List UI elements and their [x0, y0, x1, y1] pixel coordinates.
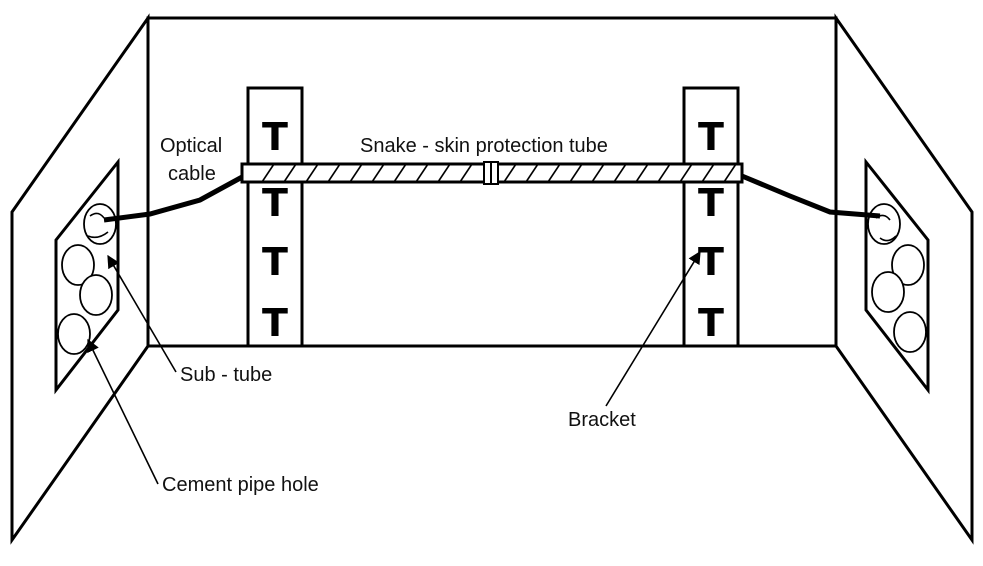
bracket-hook: T	[262, 240, 288, 284]
tube-hatch-line	[591, 163, 605, 183]
bracket-label: Bracket	[568, 409, 636, 431]
left-cement-pipe-holes	[57, 203, 117, 355]
optical-cable-right	[741, 173, 881, 219]
tube-hatch-line	[283, 163, 297, 183]
tube-hatch-line	[349, 163, 363, 183]
tube-hatch-line	[371, 163, 385, 183]
tube-hatch-line	[723, 163, 737, 183]
tube-hatch-line	[569, 163, 583, 183]
bracket-hook: T	[262, 115, 288, 159]
tube-hatch-line	[657, 163, 671, 183]
optical-cable-left	[103, 173, 246, 223]
tube-hatch-line	[547, 163, 561, 183]
tube-hatch-line	[701, 163, 715, 183]
bracket-leader	[605, 250, 701, 407]
tube-hatch-line	[261, 163, 275, 183]
tube-hatch-line	[635, 163, 649, 183]
tube-hatch-line	[679, 163, 693, 183]
left-bracket-hooks: T T T T	[262, 115, 288, 345]
tube-hatch-line	[459, 163, 473, 183]
sub-tube-label: Sub - tube	[180, 364, 272, 386]
bracket-hook: T	[698, 240, 724, 284]
bracket-hook: T	[262, 181, 288, 225]
tube-hatch-line	[393, 163, 407, 183]
optical-cable-label-line2: cable	[168, 163, 216, 185]
tube-hatch-line	[415, 163, 429, 183]
tube-hatch-line	[503, 163, 517, 183]
left-bracket	[246, 86, 304, 348]
cement-pipe-hole-leader	[87, 338, 159, 485]
bracket-hook: T	[262, 301, 288, 345]
tube-hatch-line	[437, 163, 451, 183]
tube-hatch-line	[613, 163, 627, 183]
tube-hatch-line	[327, 163, 341, 183]
optical-cable-label: Optical	[160, 135, 222, 157]
tube-hatch-line	[305, 163, 319, 183]
bracket-hook: T	[698, 181, 724, 225]
snake-skin-protection-tube	[240, 161, 744, 185]
sub-tube-leader	[107, 254, 177, 373]
right-bracket	[682, 86, 740, 348]
snake-tube-label: Snake - skin protection tube	[360, 135, 608, 157]
bracket-hook: T	[698, 301, 724, 345]
bracket-hook: T	[698, 115, 724, 159]
tube-hatch-line	[525, 163, 539, 183]
cement-pipe-hole-label: Cement pipe hole	[162, 474, 319, 496]
right-cement-pipe-holes	[867, 203, 927, 353]
right-bracket-hooks: T T T T	[698, 115, 724, 345]
